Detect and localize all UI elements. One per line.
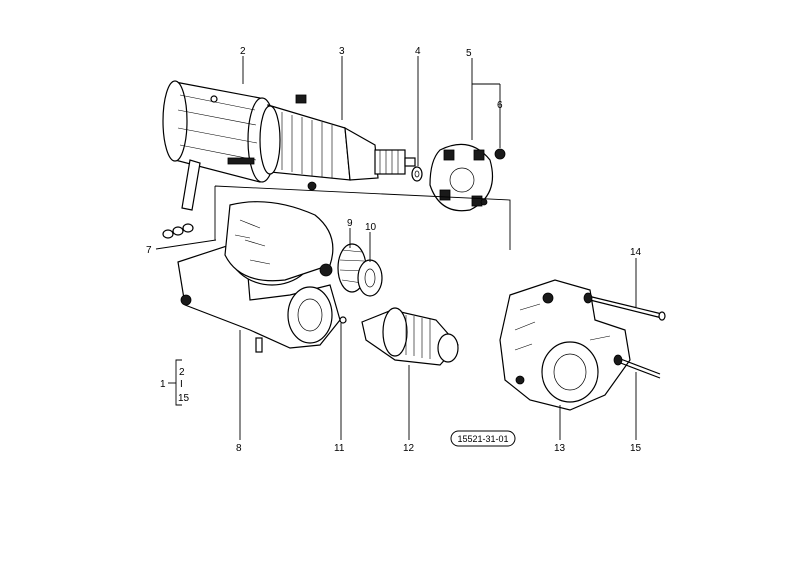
assembly-bracket-line [214,185,511,250]
callout-15: 15 [630,443,642,454]
callout-11: 11 [334,443,345,454]
callout-13: 13 [554,443,566,454]
drive-pinion-part-12 [361,307,459,366]
callout-labels: 2 3 4 5 6 7 9 10 14 8 11 12 13 15 1 2 I … [146,46,642,454]
long-bolt-part-14 [583,292,666,321]
reference-code-badge: 15521-31-01 [450,430,516,447]
callout-7: 7 [146,245,152,256]
callout-9: 9 [347,218,353,229]
callout-1: 1 [160,379,166,390]
callout-4: 4 [415,46,421,57]
callout-8: 8 [236,443,242,454]
callout-10: 10 [365,222,377,233]
callout-2: 2 [240,46,246,57]
washer-part-4 [411,166,423,182]
bearing-part-10 [357,259,383,297]
nuts-part-7 [162,223,194,239]
drive-housing-part-8 [177,201,341,353]
armature-part-3 [259,104,416,191]
callout-14: 14 [630,247,642,258]
callout-15-group: 15 [178,393,190,404]
brush-holder-part-5 [429,143,494,212]
callout-12: 12 [403,443,415,454]
callout-I-group: I [180,379,183,390]
leader-lines [155,56,637,440]
callout-5: 5 [466,48,472,59]
field-housing-part-2 [162,80,307,211]
reference-code: 15521-31-01 [457,434,508,444]
pin-part-11 [339,316,347,324]
callout-2-group: 2 [179,367,185,378]
callout-6: 6 [497,100,503,111]
screw-part-6 [494,148,506,160]
screw-part-15 [613,354,661,379]
callout-3: 3 [339,46,345,57]
end-bracket-part-13 [499,279,631,411]
